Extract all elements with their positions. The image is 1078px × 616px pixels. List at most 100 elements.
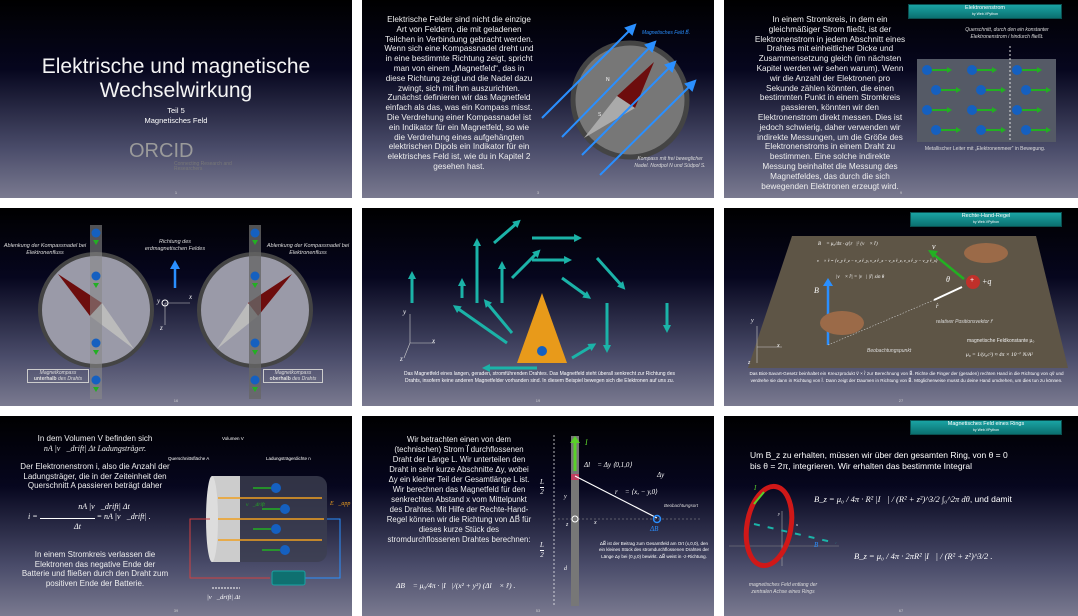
equation-cross-product: v⃗ × r̂ = ⟨v_y r̂_z − v_z r̂_y, v_z r̂_x… [817, 258, 938, 263]
slide-thumbnail-3[interactable]: Elektrische Felder sind nicht die einzig… [362, 0, 714, 198]
needle-s-label: S [598, 112, 602, 118]
charge-plus: + [970, 277, 975, 284]
slide-thumbnail-9[interactable]: In einem Stromkreis, in dem ein gleichmä… [724, 0, 1078, 198]
compass-diagram [541, 23, 697, 176]
slide-thumbnail-19[interactable]: y x z Das Magnetfeld eines langen, gerad… [362, 208, 714, 406]
label-d: d [564, 566, 567, 572]
label-r: r̂ [936, 304, 939, 310]
intro-text: Um B_z zu erhalten, müssen wir über den … [750, 450, 1008, 471]
electron [976, 125, 986, 135]
electron [91, 271, 101, 281]
slide-number: 67 [898, 608, 904, 613]
axis-x: x [432, 337, 436, 345]
label-y: y [778, 511, 780, 516]
label-dy: Δy [657, 471, 665, 479]
area-label: Querschnittsfläche A [168, 456, 210, 461]
title-line-1: Elektrische und magnetische [41, 55, 311, 78]
electron [967, 65, 977, 75]
electron [922, 65, 932, 75]
cross-section-label: Querschnitt, durch den ein konstanter El… [965, 27, 1049, 40]
field-arrow [493, 221, 518, 245]
equation-magnitude: |v⃗ × r̂| = |v⃗| |r̂| sin θ [836, 275, 885, 280]
slide-caption: Das Biot-Savart-Gesetz beinhaltet ein Kr… [749, 371, 1064, 383]
slide-number: 27 [898, 398, 904, 403]
subtitle-line-1: Teil 5 [167, 106, 185, 115]
equation-Bz-integral: B_z = μ₀ / 4π · R² |I⃗| / (R² + z²)^3/2 … [814, 494, 1012, 504]
conductor-diagram [917, 46, 1056, 142]
applied-field-label: E⃗_app [330, 501, 351, 507]
label-dl: Δl⃗ = Δy ⟨0,1,0⟩ [584, 461, 633, 469]
equation-delta-B: ΔB⃗ = μ₀/4π · |I⃗|/(x² + y²) (Δl⃗ × r̂) … [396, 581, 516, 590]
label-current: I⃗ [754, 484, 762, 492]
wire-right [249, 225, 261, 399]
slide-caption: Das Magnetfeld eines langen, geraden, st… [404, 371, 675, 384]
slide-number: 53 [535, 608, 541, 613]
constant-equation: μ₀ = 1/(ε₀c²) ≈ 4π × 10⁻⁷ N/A² [966, 352, 1033, 358]
wire-cone [517, 293, 567, 363]
slide-body-text: Wir betrachten einen von dem (technische… [386, 435, 532, 544]
label-y: y [564, 494, 567, 500]
electron-arrow [252, 283, 258, 288]
electron-arrow [252, 240, 258, 245]
field-arrow [595, 257, 624, 287]
slide-number: 16 [173, 398, 179, 403]
ring-diagram [729, 483, 839, 569]
electron [922, 105, 932, 115]
wire-segment-diagram [553, 435, 702, 606]
wire [571, 436, 579, 606]
ring-caption: magnetisches Feld entlang der zentralen … [748, 582, 818, 595]
electron-arrow [93, 387, 99, 392]
slide-number: 9 [899, 190, 903, 195]
electron [91, 338, 101, 348]
needle-north [617, 62, 654, 108]
paragraph-battery: In einem Stromkreis verlassen die Elektr… [21, 550, 169, 588]
slide-subtitle: Teil 5 Magnetisches Feld [0, 106, 352, 126]
label-theta: θ [946, 275, 950, 284]
field-arrow [456, 306, 508, 345]
title-line-2: Wechselwirkung [99, 79, 253, 102]
axis-z: z [400, 355, 403, 363]
observation-label: Beobachtungspunkt [867, 348, 912, 354]
label-q: +q [982, 277, 992, 286]
electron [931, 125, 941, 135]
field-label: Magnetisches Feld B⃗. [642, 30, 691, 36]
label-current: I⃗ [585, 438, 594, 447]
slide-thumbnail-1[interactable]: Elektrische und magnetische Wechselwirku… [0, 0, 352, 198]
electron [250, 338, 260, 348]
compass-caption: Kompass mit frei beweglicher Nadel. Nord… [634, 156, 706, 169]
position-vector-label: relativer Positionsvektor r⃗ [936, 319, 993, 325]
axis-y: y [403, 308, 407, 316]
slide-thumbnail-16[interactable]: Ablenkung der Kompassnadel bei Elektrone… [0, 208, 352, 406]
electron [250, 375, 260, 385]
label-B: B⃗ [814, 286, 826, 295]
electron-arrow [93, 283, 99, 288]
field-arrow [561, 276, 588, 298]
label-r: r⃗ = ⟨x, − y,0⟩ [615, 488, 658, 496]
electron [250, 271, 260, 281]
electron [1021, 85, 1031, 95]
label-x: x [594, 520, 597, 526]
electron-arrow [93, 350, 99, 355]
label-dB: ΔB⃗ [650, 525, 664, 533]
electron [1012, 65, 1022, 75]
orcid-logo: ORCID [129, 140, 194, 162]
slide-number: 1 [174, 190, 178, 195]
field-lines [541, 23, 697, 176]
electron-arrow [252, 387, 258, 392]
compass-wire-diagram [38, 225, 313, 399]
slide-caption: ΔB⃗ ist der Beitrag zum Gesamtfeld am Or… [598, 541, 710, 559]
wire-field-3d [403, 219, 672, 373]
slide-thumbnail-53[interactable]: Wir betrachten einen von dem (technische… [362, 416, 714, 616]
axis-z: z [748, 360, 751, 366]
slide-number: 3 [536, 190, 540, 195]
